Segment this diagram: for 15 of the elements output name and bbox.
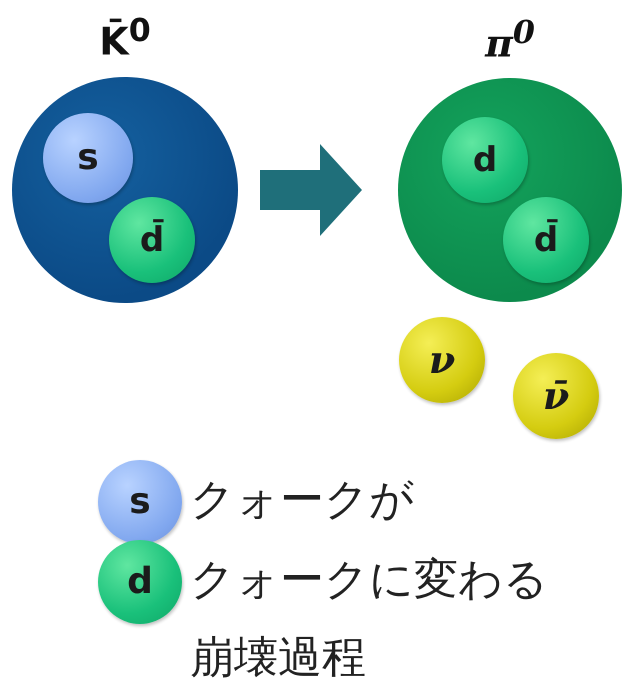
particle-symbol: d xyxy=(126,564,154,600)
particle-heading: π$^{0}$ xyxy=(484,13,536,68)
particle-symbol: s xyxy=(128,484,152,520)
block-arrow xyxy=(260,144,362,236)
quark-ball xyxy=(98,540,182,624)
quark-ball xyxy=(109,197,195,283)
caption-text: 崩壊過程 xyxy=(190,636,366,680)
legend-text: クォークに変わる xyxy=(190,558,548,602)
particle-symbol: ν xyxy=(428,341,456,379)
legend-text: クォークが xyxy=(190,478,414,522)
particle-symbol: s xyxy=(76,140,100,176)
particle-symbol: d xyxy=(472,143,498,177)
particle-symbol: ν̄ xyxy=(542,377,570,415)
particle-heading: K̄$^{0}$ xyxy=(98,12,152,66)
quark-ball xyxy=(503,197,589,283)
